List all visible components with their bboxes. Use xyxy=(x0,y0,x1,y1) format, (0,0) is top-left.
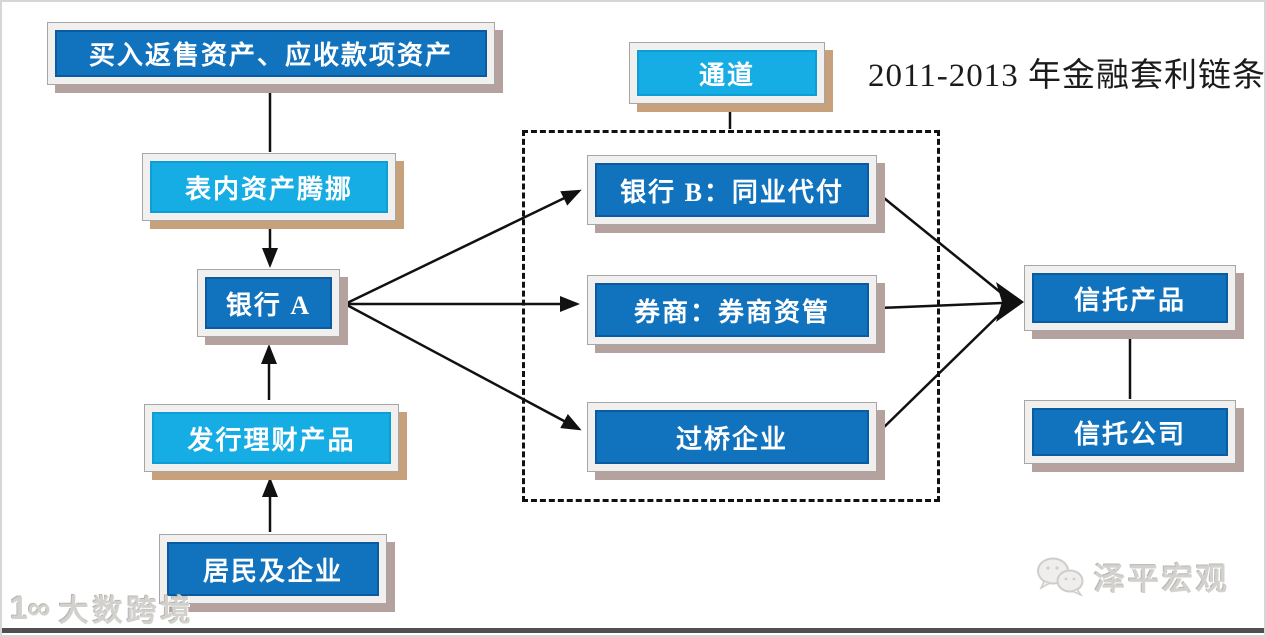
watermark-dashukuajing: 1∞ 大数跨境 xyxy=(10,586,195,630)
node-on-balance-shift: 表内资产腾挪 xyxy=(142,153,396,221)
bottom-edge-bar xyxy=(2,628,1264,633)
node-issue-wealth-products-fill: 发行理财产品 xyxy=(152,412,391,464)
wechat-bubbles-icon xyxy=(1037,557,1084,597)
converge-arrowhead xyxy=(996,282,1024,322)
watermark-zeping-text: 泽平宏观 xyxy=(1094,562,1230,597)
node-issue-wealth-products: 发行理财产品 xyxy=(144,404,399,472)
node-on-balance-shift-fill: 表内资产腾挪 xyxy=(150,161,388,213)
node-channel-fill: 通道 xyxy=(637,50,817,96)
watermark-dashukuajing-text: 大数跨境 xyxy=(58,595,195,628)
node-bank-b-interbank-label: 银行 B：同业代付 xyxy=(620,177,844,207)
node-broker-asset-mgmt-label: 券商：券商资管 xyxy=(633,297,830,327)
node-broker-asset-mgmt-fill: 券商：券商资管 xyxy=(595,283,869,337)
node-buy-resale-assets-fill: 买入返售资产、应收款项资产 xyxy=(55,30,487,77)
dashu-logo-icon: 1∞ xyxy=(10,589,51,626)
node-residents-enterprises: 居民及企业 xyxy=(159,534,387,604)
node-channel-label: 通道 xyxy=(698,60,755,90)
node-channel: 通道 xyxy=(629,42,825,104)
node-issue-wealth-products-label: 发行理财产品 xyxy=(187,425,356,455)
node-bridge-company-fill: 过桥企业 xyxy=(595,410,869,464)
node-on-balance-shift-label: 表内资产腾挪 xyxy=(184,174,353,204)
node-bank-b-interbank-fill: 银行 B：同业代付 xyxy=(595,163,869,217)
node-bank-b-interbank: 银行 B：同业代付 xyxy=(587,155,877,225)
node-broker-asset-mgmt: 券商：券商资管 xyxy=(587,275,877,345)
node-trust-company-label: 信托公司 xyxy=(1073,419,1186,449)
node-trust-company: 信托公司 xyxy=(1024,400,1236,464)
node-trust-product-label: 信托产品 xyxy=(1073,285,1186,315)
channel-group-border xyxy=(522,130,940,502)
node-trust-product-fill: 信托产品 xyxy=(1032,273,1228,323)
node-bank-a-label: 银行 A xyxy=(225,290,312,320)
watermark-zeping-macro: 泽平宏观 xyxy=(1034,554,1230,599)
node-bridge-company: 过桥企业 xyxy=(587,402,877,472)
node-buy-resale-assets-label: 买入返售资产、应收款项资产 xyxy=(88,41,453,70)
node-buy-resale-assets: 买入返售资产、应收款项资产 xyxy=(47,22,495,85)
node-residents-enterprises-label: 居民及企业 xyxy=(202,556,343,586)
node-bank-a-fill: 银行 A xyxy=(205,277,332,329)
node-bridge-company-label: 过桥企业 xyxy=(675,424,788,454)
node-bank-a: 银行 A xyxy=(197,269,340,337)
diagram-title: 2011-2013 年金融套利链条 xyxy=(868,58,1266,94)
node-trust-company-fill: 信托公司 xyxy=(1032,408,1228,456)
node-residents-enterprises-fill: 居民及企业 xyxy=(167,542,379,596)
node-trust-product: 信托产品 xyxy=(1024,265,1236,331)
